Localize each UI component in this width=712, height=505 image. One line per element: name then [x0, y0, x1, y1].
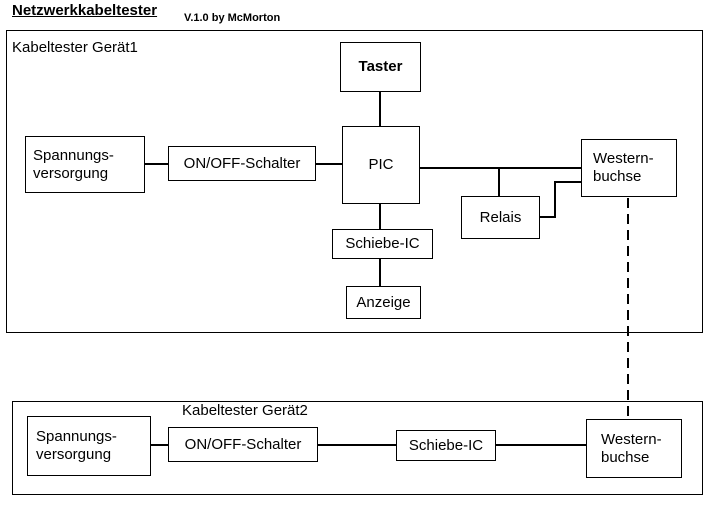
spannung-line2: versorgung	[33, 164, 109, 182]
anzeige-box: Anzeige	[346, 286, 421, 319]
version-label: V.1.0 by McMorton	[184, 12, 281, 24]
device2-frame	[12, 401, 703, 495]
diagram-title: Netzwerkkabeltester	[12, 2, 158, 19]
relais-label: Relais	[479, 208, 522, 226]
pic-box: PIC	[342, 126, 420, 204]
westernbuchse2-label: Western- buchse	[601, 431, 662, 467]
onoff-schalter2-box: ON/OFF-Schalter	[168, 427, 318, 462]
pic-label: PIC	[368, 156, 394, 173]
onoff-schalter2-label: ON/OFF-Schalter	[184, 435, 302, 453]
spannung2-line1: Spannungs-	[36, 428, 117, 445]
relais-box: Relais	[461, 196, 540, 239]
western-line2: buchse	[593, 168, 642, 185]
western2-line2: buchse	[601, 448, 650, 466]
spannungsversorgung-box: Spannungs- versorgung	[25, 136, 145, 193]
device2-title: Kabeltester Gerät2	[182, 402, 308, 419]
western2-line1: Western-	[601, 430, 662, 448]
spannung2-line2: versorgung	[36, 446, 112, 463]
onoff-schalter-box: ON/OFF-Schalter	[168, 146, 316, 181]
westernbuchse-box: Western- buchse	[581, 139, 677, 197]
taster-box: Taster	[340, 42, 421, 92]
device1-title: Kabeltester Gerät1	[12, 39, 138, 56]
westernbuchse-label: Western- buchse	[593, 150, 654, 186]
device1-frame	[6, 30, 703, 333]
spannungsversorgung2-label: Spannungs- versorgung	[36, 428, 117, 464]
western-line1: Western-	[593, 150, 654, 167]
anzeige-label: Anzeige	[356, 293, 411, 311]
onoff-schalter-label: ON/OFF-Schalter	[183, 154, 301, 172]
spannungsversorgung-label: Spannungs- versorgung	[33, 147, 114, 183]
schiebe-ic2-box: Schiebe-IC	[396, 430, 496, 461]
schiebe-ic-label: Schiebe-IC	[345, 235, 420, 252]
schiebe-ic2-label: Schiebe-IC	[408, 436, 484, 454]
spannungsversorgung2-box: Spannungs- versorgung	[27, 416, 151, 476]
westernbuchse2-box: Western- buchse	[586, 419, 682, 478]
taster-label: Taster	[358, 58, 403, 75]
spannung-line1: Spannungs-	[33, 146, 114, 164]
schiebe-ic-box: Schiebe-IC	[332, 229, 433, 259]
